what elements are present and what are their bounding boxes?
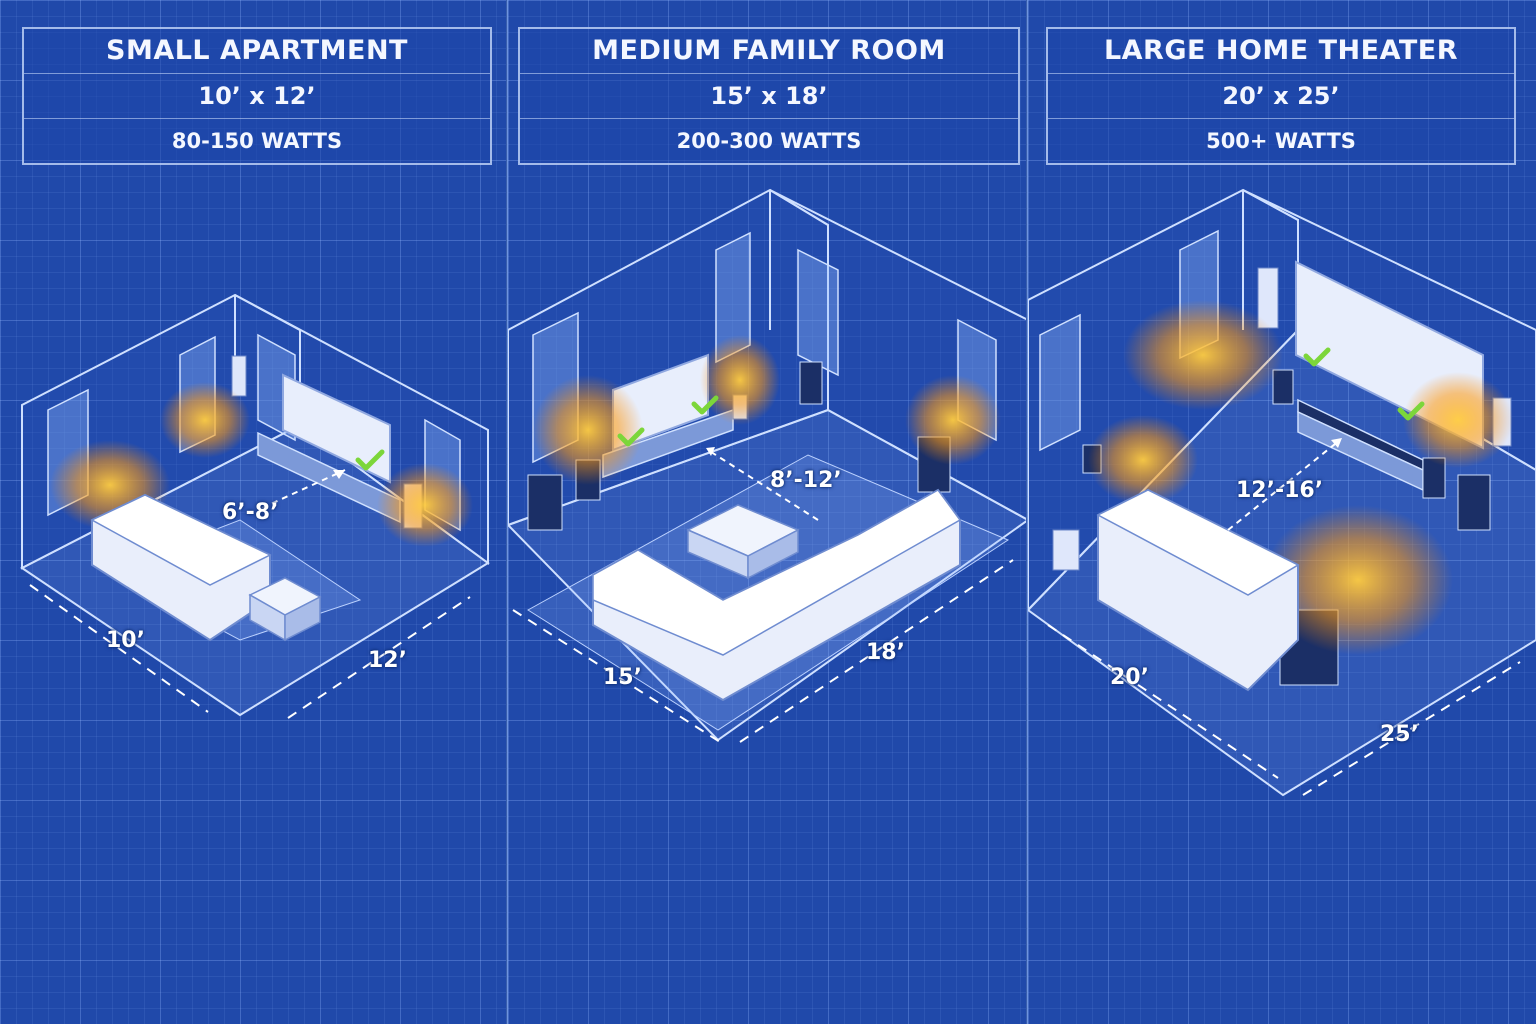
room-dimensions: 15’ x 18’ <box>520 74 1018 119</box>
room-illustration <box>20 293 490 719</box>
width-label: 10’ <box>106 628 145 653</box>
dimension-line-length <box>1302 661 1521 796</box>
room-panel-medium: MEDIUM FAMILY ROOM 15’ x 18’ 200-300 WAT… <box>508 0 1028 1024</box>
speaker <box>231 355 247 397</box>
speaker <box>799 361 823 405</box>
room-header: LARGE HOME THEATER 20’ x 25’ 500+ WATTS <box>1046 27 1516 165</box>
room-dimensions: 10’ x 12’ <box>24 74 490 119</box>
width-label: 20’ <box>1110 665 1149 690</box>
room-header: SMALL APARTMENT 10’ x 12’ 80-150 WATTS <box>22 27 492 165</box>
check-icon <box>1303 347 1331 367</box>
dimension-line-width <box>29 584 209 713</box>
distance-arrow <box>261 469 346 509</box>
room-title: MEDIUM FAMILY ROOM <box>520 29 1018 74</box>
room-illustration <box>508 188 1028 743</box>
dimension-line-width <box>512 609 721 743</box>
room-illustration <box>1028 188 1536 797</box>
width-label: 15’ <box>603 665 642 690</box>
speaker <box>1457 474 1491 531</box>
check-icon <box>617 427 645 447</box>
room-wattage: 200-300 WATTS <box>676 129 862 153</box>
sound-wave-glow <box>1123 300 1283 410</box>
window <box>1039 313 1081 452</box>
speaker <box>1052 529 1080 571</box>
sound-wave-glow <box>1403 372 1513 468</box>
room-panel-large: LARGE HOME THEATER 20’ x 25’ 500+ WATTS <box>1028 0 1536 1024</box>
room-title: LARGE HOME THEATER <box>1048 29 1514 74</box>
dimension-line-length <box>287 596 471 719</box>
dimension-line-length <box>739 559 1014 743</box>
length-label: 25’ <box>1380 722 1419 747</box>
sound-wave-glow <box>533 375 643 485</box>
length-label: 18’ <box>866 640 905 665</box>
sound-wave-glow <box>700 335 780 425</box>
viewing-distance-label: 6’-8’ <box>222 500 279 525</box>
sound-wave-glow <box>160 382 250 458</box>
length-label: 12’ <box>368 648 407 673</box>
sound-wave-glow <box>377 463 473 547</box>
sound-wave-glow <box>905 375 1001 465</box>
room-dimensions: 20’ x 25’ <box>1048 74 1514 119</box>
window <box>797 248 839 377</box>
sound-wave-glow <box>1088 415 1198 505</box>
viewing-distance-label: 8’-12’ <box>770 468 842 493</box>
check-icon <box>355 449 385 471</box>
sound-wave-glow <box>1263 505 1453 655</box>
viewing-distance-label: 12’-16’ <box>1236 478 1324 503</box>
check-icon <box>691 395 719 415</box>
room-header: MEDIUM FAMILY ROOM 15’ x 18’ 200-300 WAT… <box>518 27 1020 165</box>
room-title: SMALL APARTMENT <box>24 29 490 74</box>
room-wattage: 500+ WATTS <box>1206 129 1356 153</box>
speaker <box>1272 369 1294 405</box>
room-panel-small: SMALL APARTMENT 10’ x 12’ 80-150 WATTS <box>0 0 508 1024</box>
distance-arrow <box>1227 439 1341 531</box>
check-icon <box>1397 401 1425 421</box>
room-wattage: 80-150 WATTS <box>171 129 343 153</box>
speaker <box>527 474 563 531</box>
